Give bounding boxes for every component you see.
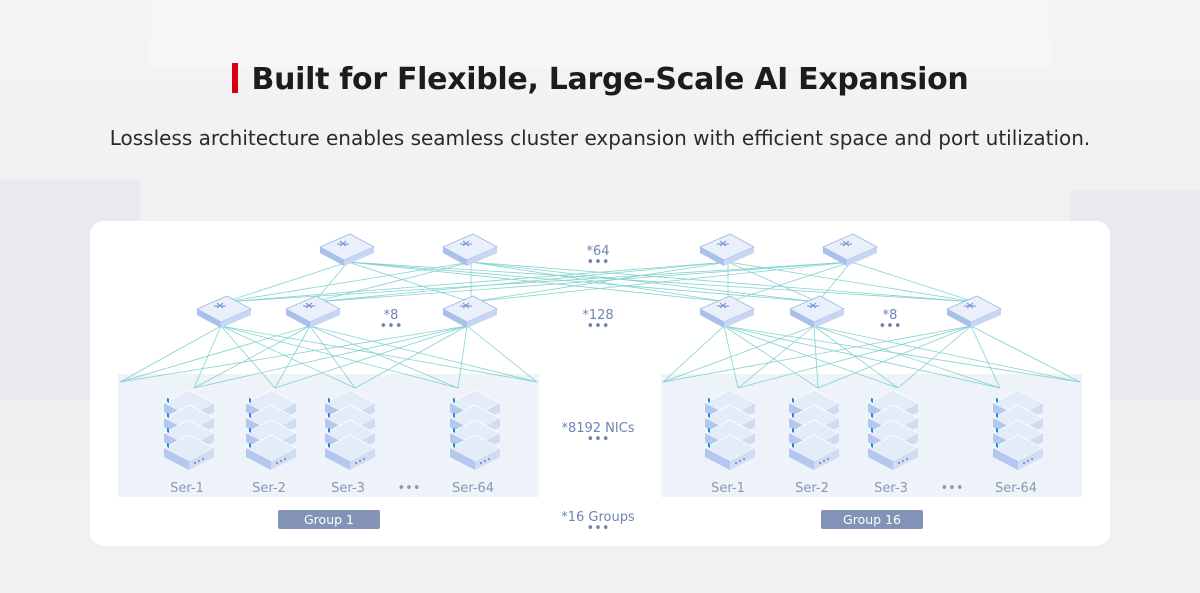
ellipsis: ••• <box>586 255 609 270</box>
server-stack-icon <box>163 389 215 471</box>
leaf-switch <box>442 295 498 329</box>
network-topology-diagram: *64 ••• *128 ••• *8 ••• *8 ••• *8192 NIC… <box>118 233 1082 536</box>
spine-count-label: *64 <box>586 244 609 259</box>
link-lines <box>119 261 1081 389</box>
ellipsis: ••• <box>586 319 609 334</box>
group-badge-label: Group 1 <box>304 512 354 527</box>
server-label: Ser-3 <box>331 481 365 496</box>
ellipsis: ••• <box>586 432 609 447</box>
server-stack-icon <box>245 389 297 471</box>
server-label: Ser-3 <box>874 481 908 496</box>
group-badge-label: Group 16 <box>843 512 901 527</box>
leaf-count-label: *128 <box>582 308 613 323</box>
server-stack-icon <box>992 389 1044 471</box>
server-stack-icon <box>324 389 376 471</box>
server-label: Ser-64 <box>452 481 494 496</box>
page-subtitle: Lossless architecture enables seamless c… <box>109 126 1091 150</box>
topology-card: *64 ••• *128 ••• *8 ••• *8 ••• *8192 NIC… <box>90 221 1110 546</box>
server-label: Ser-1 <box>170 481 204 496</box>
server-stack-icon <box>788 389 840 471</box>
server-label: Ser-1 <box>711 481 745 496</box>
nics-label: *8192 NICs <box>561 421 634 436</box>
spine-switch <box>319 233 375 267</box>
server-label: Ser-64 <box>995 481 1037 496</box>
group-leaf-label: *8 <box>384 308 399 323</box>
section-heading: Built for Flexible, Large-Scale AI Expan… <box>0 62 1200 97</box>
spine-switch <box>442 233 498 267</box>
group-leaf-label: *8 <box>883 308 898 323</box>
leaf-switch <box>789 295 845 329</box>
server-stack-icon <box>449 389 501 471</box>
server-stack-icon <box>867 389 919 471</box>
server-label: Ser-2 <box>252 481 286 496</box>
server-stack-icon <box>704 389 756 471</box>
ellipsis: ••• <box>940 481 963 496</box>
server-label: Ser-2 <box>795 481 829 496</box>
group-badge <box>821 510 923 529</box>
leaf-switch <box>699 295 755 329</box>
ellipsis: ••• <box>586 521 609 536</box>
groups-label: *16 Groups <box>561 510 635 525</box>
group-badge <box>278 510 380 529</box>
page-title: Built for Flexible, Large-Scale AI Expan… <box>251 62 969 97</box>
ellipsis: ••• <box>397 481 420 496</box>
spine-switch <box>822 233 878 267</box>
spine-switch <box>699 233 755 267</box>
ellipsis: ••• <box>379 319 402 334</box>
ellipsis: ••• <box>878 319 901 334</box>
accent-bar <box>231 62 238 93</box>
